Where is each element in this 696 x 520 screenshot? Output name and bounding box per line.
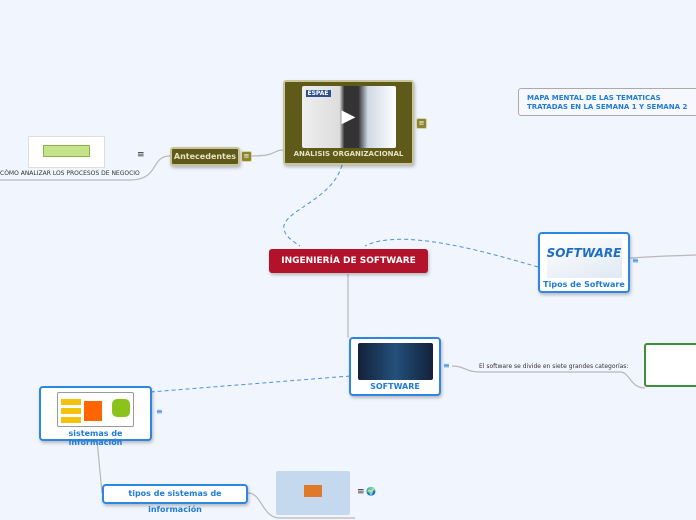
link-software-sistemas (149, 375, 351, 393)
node-label: ANÁLISIS ORGANIZACIONAL (293, 150, 404, 158)
sistemas-diagram-image (57, 392, 134, 427)
video-thumbnail[interactable]: ESPAE ▶ (301, 86, 396, 148)
node-tipos-de-software[interactable]: SOFTWARE Tipos de Software (538, 232, 630, 293)
menu-icon[interactable]: ≡ (137, 150, 145, 160)
play-icon[interactable]: ▶ (341, 106, 356, 127)
node-sistemas-de-informacion[interactable]: sistemas de información (39, 386, 152, 447)
espae-logo: ESPAE (305, 90, 331, 97)
node-label: sistemas de información (68, 429, 123, 447)
node-antecedentes[interactable]: Antecedentes (170, 147, 240, 166)
process-diagram-image (28, 136, 105, 168)
node-software-categorias[interactable]: El software se divide en siete grandes c… (479, 363, 629, 370)
globe-icon[interactable]: 🌍 (366, 487, 376, 496)
node-label: SOFTWARE (370, 382, 420, 391)
software-photo (357, 343, 433, 380)
software-image: SOFTWARE (546, 238, 622, 278)
menu-icon[interactable]: ≡ (443, 361, 450, 370)
menu-icon[interactable]: ≡ (357, 487, 365, 497)
link-tipos-root (364, 238, 539, 268)
link-root-analisis (283, 164, 343, 247)
node-tipos-de-sistemas[interactable]: tipos de sistemas de información (102, 484, 248, 514)
node-label: Antecedentes (173, 152, 237, 161)
node-label: Tipos de Software (543, 280, 625, 289)
connector-tipos-img (247, 492, 355, 519)
menu-icon[interactable]: ≡ (156, 407, 163, 416)
menu-icon[interactable]: ≡ (632, 256, 639, 265)
node-label: tipos de sistemas de información (128, 489, 222, 514)
connector-tipos-right (629, 254, 696, 259)
node-software[interactable]: SOFTWARE (349, 337, 441, 396)
connector-antecedentes-procesos (0, 155, 171, 181)
connector-sistemas-tipos (96, 439, 103, 494)
sistemas-illustration (276, 471, 350, 515)
node-procesos-negocio[interactable]: CÓMO ANALIZAR LOS PROCESOS DE NEGOCIO (0, 170, 140, 177)
menu-icon[interactable]: ≡ (241, 151, 252, 162)
title-note[interactable]: MAPA MENTAL DE LAS TEMATICAS TRATADAS EN… (518, 88, 696, 116)
menu-icon[interactable]: ≡ (416, 118, 427, 129)
connector-antecedentes-analisis (249, 149, 286, 157)
connector-software-desc (451, 365, 646, 389)
software-logos-image (644, 343, 696, 387)
root-node[interactable]: INGENIERÍA DE SOFTWARE (269, 249, 428, 273)
node-analisis-organizacional[interactable]: ESPAE ▶ ANÁLISIS ORGANIZACIONAL (283, 80, 414, 165)
